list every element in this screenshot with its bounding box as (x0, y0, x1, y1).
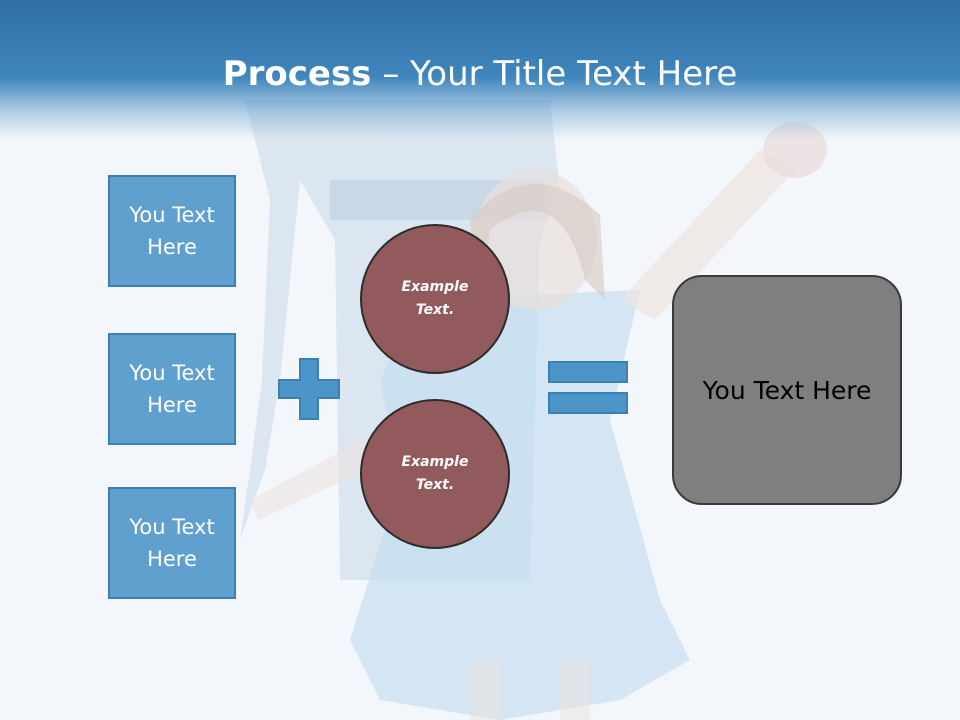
equals-icon (548, 361, 628, 414)
example-circle-2: Example Text. (360, 399, 510, 549)
input-box-label: You Text Here (129, 515, 215, 571)
page-title: Process – Your Title Text Here (0, 52, 960, 96)
header-bar (0, 0, 960, 140)
input-box-2: You Text Here (108, 333, 236, 445)
title-rest: – Your Title Text Here (371, 54, 738, 94)
circle-label: Example Text. (401, 279, 469, 318)
result-box: You Text Here (672, 275, 902, 505)
input-box-1: You Text Here (108, 175, 236, 287)
example-circle-1: Example Text. (360, 224, 510, 374)
circle-label: Example Text. (401, 454, 469, 493)
plus-icon (278, 358, 340, 420)
input-box-3: You Text Here (108, 487, 236, 599)
result-label: You Text Here (702, 375, 872, 405)
title-bold: Process (222, 54, 372, 94)
input-box-label: You Text Here (129, 361, 215, 417)
input-box-label: You Text Here (129, 203, 215, 259)
